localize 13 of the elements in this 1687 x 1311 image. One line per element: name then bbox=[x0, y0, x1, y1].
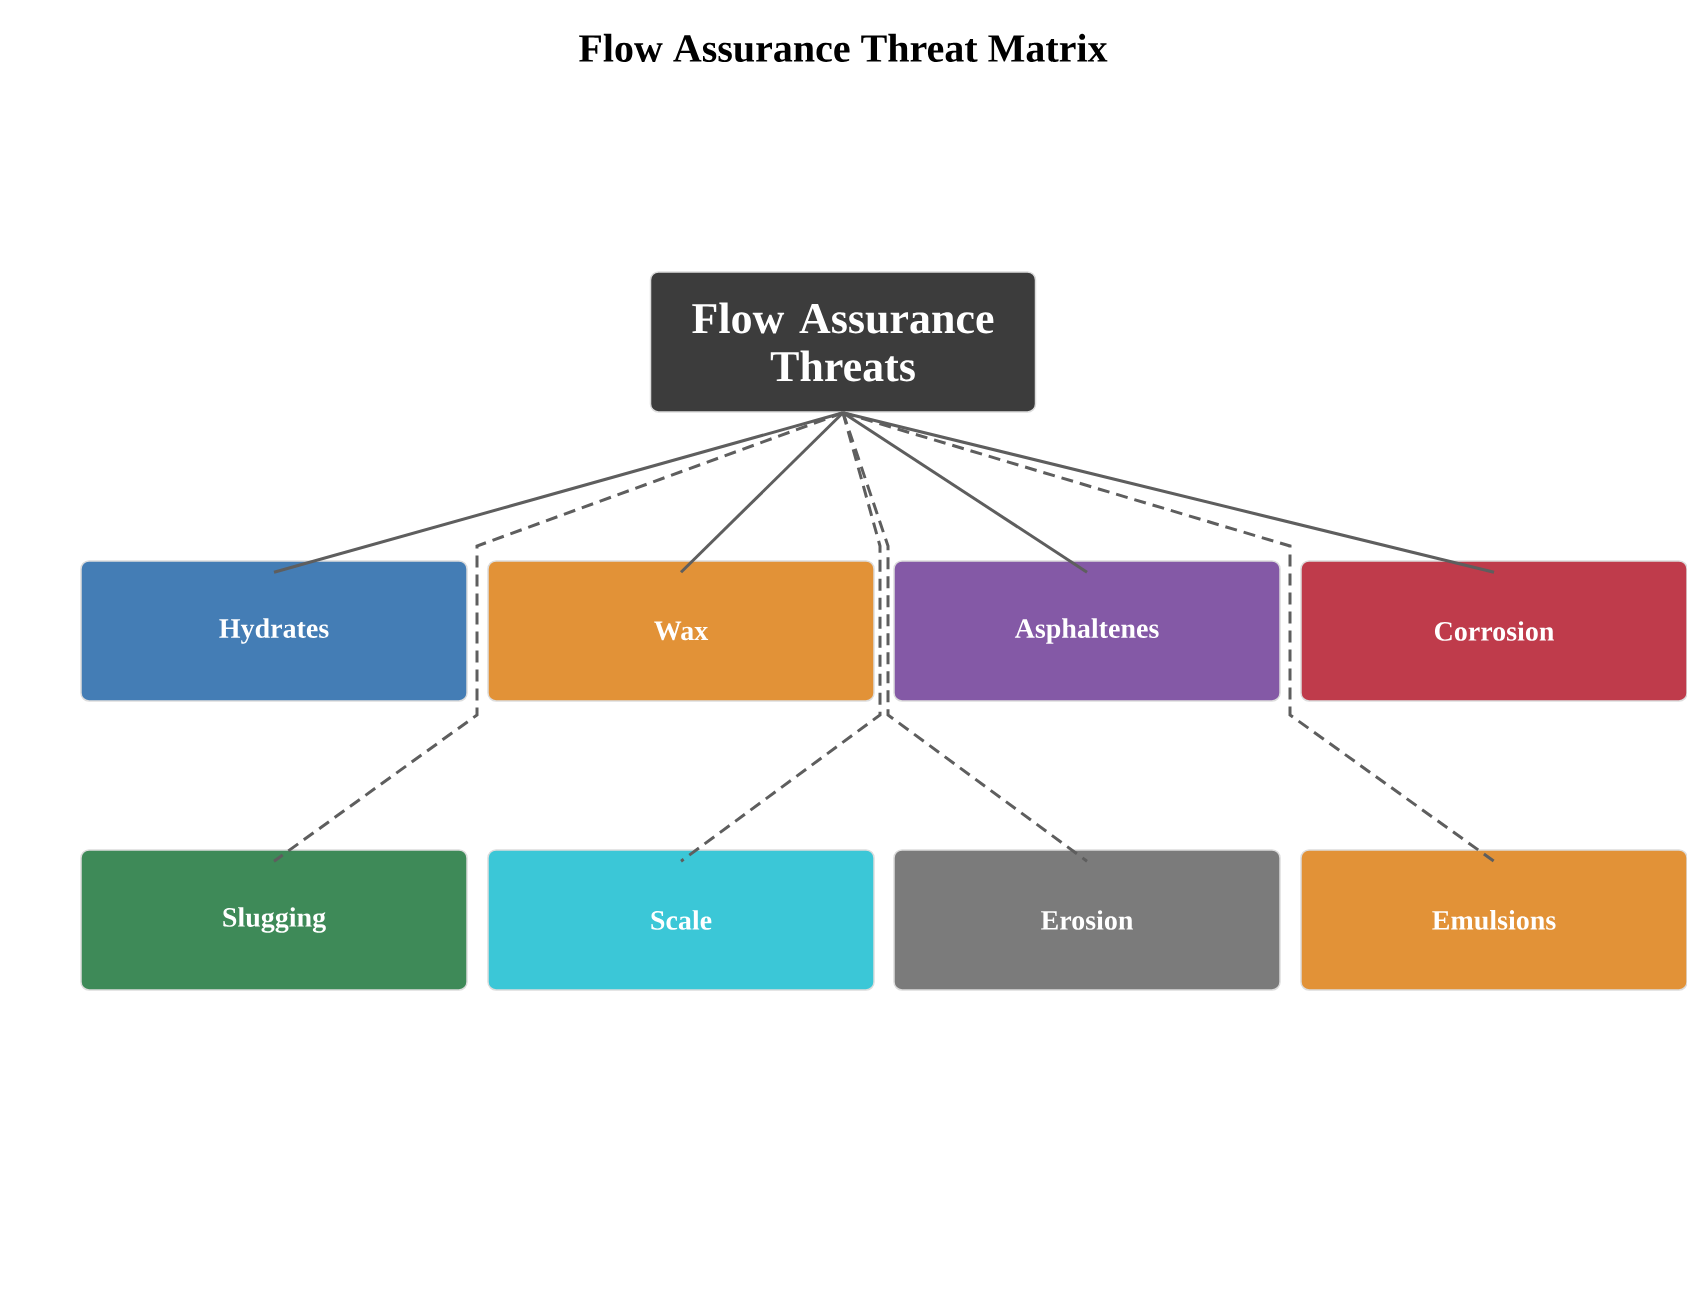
threat-box: Asphaltenes bbox=[893, 560, 1281, 702]
threat-box: Scale bbox=[487, 849, 875, 991]
title-box: Flow Assurance Threats bbox=[649, 271, 1037, 413]
connector-line bbox=[842, 411, 1495, 863]
threat-box: Hydrates bbox=[80, 560, 468, 702]
connector-line bbox=[841, 412, 1088, 863]
threat-box: Emulsions bbox=[1300, 849, 1687, 991]
threat-box: Slugging bbox=[80, 849, 468, 991]
threat-box: Erosion bbox=[893, 849, 1281, 991]
connector-line bbox=[273, 411, 844, 863]
title: Flow Assurance Threat Matrix bbox=[579, 33, 1108, 63]
threat-box: Corrosion bbox=[1300, 560, 1687, 702]
threat-box: Wax bbox=[487, 560, 875, 702]
